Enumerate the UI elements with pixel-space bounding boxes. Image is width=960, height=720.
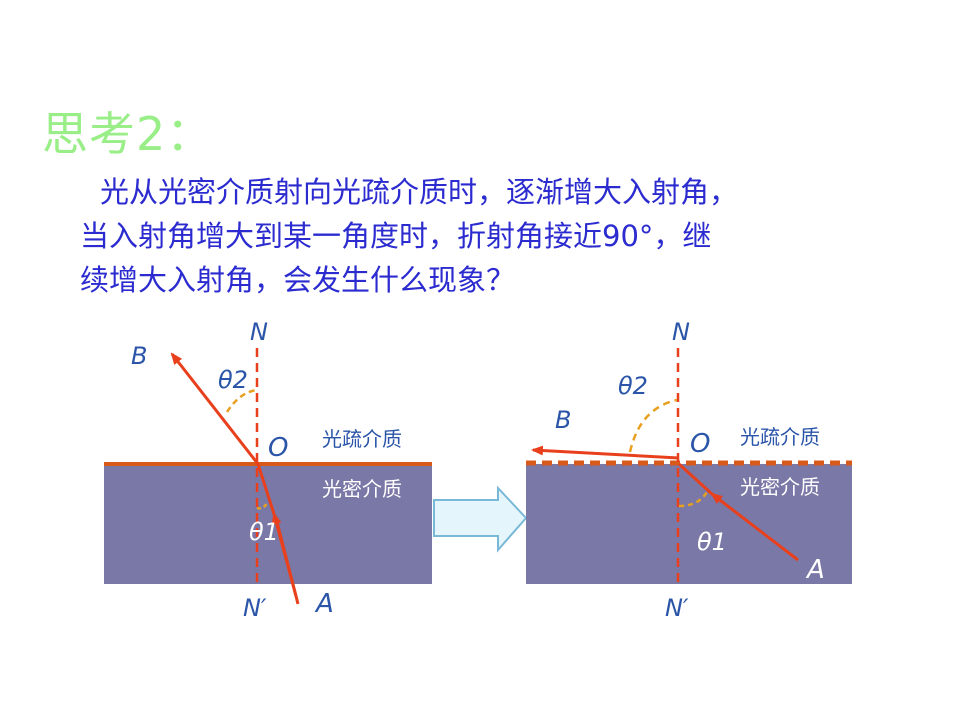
left-label-theta2: θ2 [218,366,248,394]
left-label-theta1: θ1 [249,518,279,546]
left-label-B: B [131,342,147,370]
heading: 思考2： [42,107,214,161]
right-incident-ray-upper [677,462,714,496]
paragraph-line-2: 当入射角增大到某一角度时，折射角接近90°，继 [80,219,712,253]
left-incident-ray-upper [256,463,276,515]
right-label-B: B [555,406,571,434]
transition-arrow [433,485,528,553]
right-dense-medium [526,464,852,584]
right-angle-arc-refract [628,398,678,453]
right-label-N: N [672,318,690,346]
right-label-A: A [805,555,825,585]
left-label-N: N [250,318,268,346]
left-label-Nprime: N′ [243,594,267,622]
right-incident-ray [710,492,799,562]
right-label-dense-medium: 光密介质 [740,475,820,499]
right-angle-arc-incident [678,489,710,508]
paragraph-line-1: 光从光密介质射向光疏介质时，逐渐增大入射角， [100,175,739,209]
right-label-O: O [690,429,710,459]
left-label-dense-medium: 光密介质 [322,477,402,501]
left-refracted-ray [170,352,260,465]
left-angle-arc-refract [225,388,258,413]
left-diagram: N B θ2 O θ1 N′ A 光疏介质 光密介质 [104,318,432,622]
paragraph-line-3: 续增大入射角，会发生什么现象？ [80,263,516,297]
left-incident-ray-head [271,512,298,597]
left-label-A: A [314,589,334,619]
right-label-rare-medium: 光疏介质 [740,425,820,449]
right-label-theta2: θ2 [618,372,648,400]
left-label-rare-medium: 光疏介质 [322,427,402,451]
right-refracted-ray [531,445,680,460]
left-dense-medium [104,464,432,584]
right-label-Nprime: N′ [665,594,689,622]
left-angle-arc-incident [256,501,270,510]
left-label-O: O [268,433,288,463]
right-label-theta1: θ1 [697,528,727,556]
right-diagram: N θ2 B O θ1 N′ A 光疏介质 光密介质 [526,318,852,622]
question-paragraph: 光从光密介质射向光疏介质时，逐渐增大入射角， 当入射角增大到某一角度时，折射角接… [80,170,920,302]
